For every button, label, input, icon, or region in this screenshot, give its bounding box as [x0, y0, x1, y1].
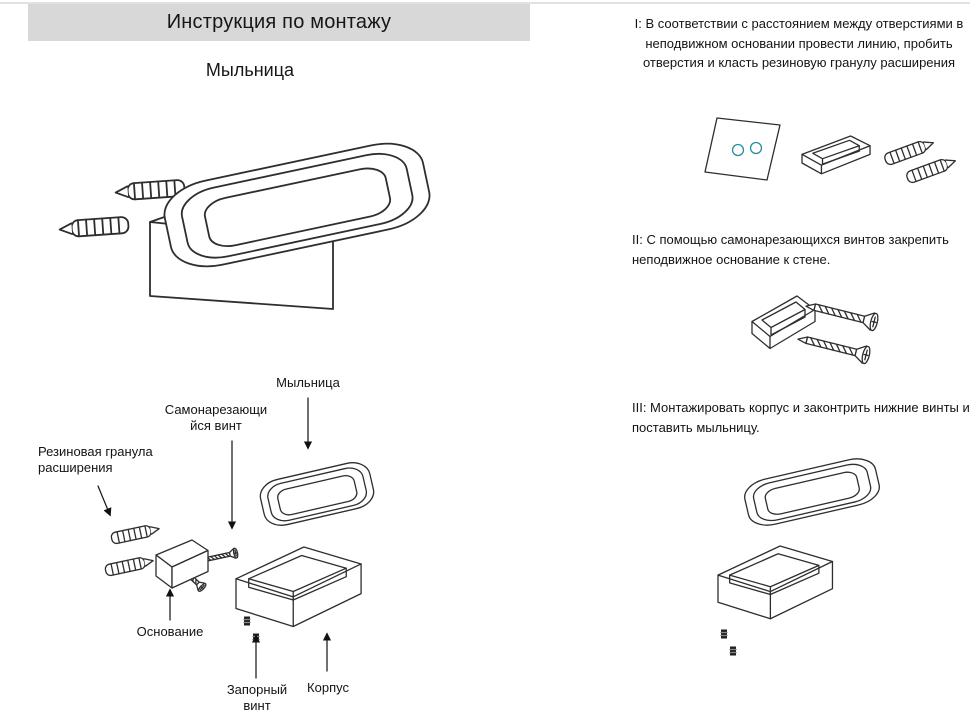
page-title: Инструкция по монтажу: [166, 11, 392, 33]
label-body: Корпус: [307, 680, 349, 695]
locking-screw-illustration: [720, 628, 728, 640]
body-illustration: [717, 545, 834, 620]
step3-illustration: [717, 453, 883, 657]
step2-illustration: [751, 295, 881, 366]
line-art-root: [57, 117, 959, 678]
step1-illustration: [704, 117, 959, 185]
self-tapping-screw-illustration: [795, 328, 873, 366]
label-soap-dish: Мыльница: [276, 375, 340, 390]
arrow-to-rubber-plug: [98, 486, 112, 517]
locking-screw-illustration: [243, 615, 251, 627]
base-illustration: [155, 539, 209, 589]
rubber-plug-illustration: [109, 522, 161, 545]
header-bar: Инструкция по монтажу: [28, 4, 530, 41]
rubber-plug-illustration: [882, 136, 937, 167]
label-self-tapping-screw: Самонарезающи йся винт: [164, 402, 268, 434]
soap-dish-tray-illustration: [741, 453, 883, 531]
step-3-text: III: Монтажировать корпус и законтрить н…: [632, 400, 970, 435]
main-assembled-illustration: [57, 134, 437, 309]
rubber-plug-illustration: [904, 154, 959, 185]
wall-plate-illustration: [704, 117, 781, 181]
body-illustration: [235, 546, 362, 628]
product-title: Мыльница: [205, 60, 295, 80]
top-divider: [0, 2, 970, 4]
soap-dish-tray-illustration: [157, 134, 437, 276]
label-base: Основание: [136, 624, 204, 639]
rubber-plug-illustration: [103, 554, 155, 577]
step-2-text: II: С помощью самонарезающихся винтов за…: [632, 232, 949, 267]
step-1-text: I: В соответствии с расстоянием между от…: [634, 16, 964, 70]
base-frame-illustration: [801, 135, 871, 175]
callout-arrows: [98, 398, 332, 678]
label-locking-screw: Запорный винт: [226, 682, 288, 714]
exploded-diagram: [103, 458, 378, 644]
label-rubber-expansion-plug: Резиновая гранула расширения: [38, 444, 153, 476]
soap-dish-tray-illustration: [256, 458, 378, 530]
wall-anchor-illustration: [57, 215, 131, 239]
locking-screw-illustration: [729, 645, 737, 657]
